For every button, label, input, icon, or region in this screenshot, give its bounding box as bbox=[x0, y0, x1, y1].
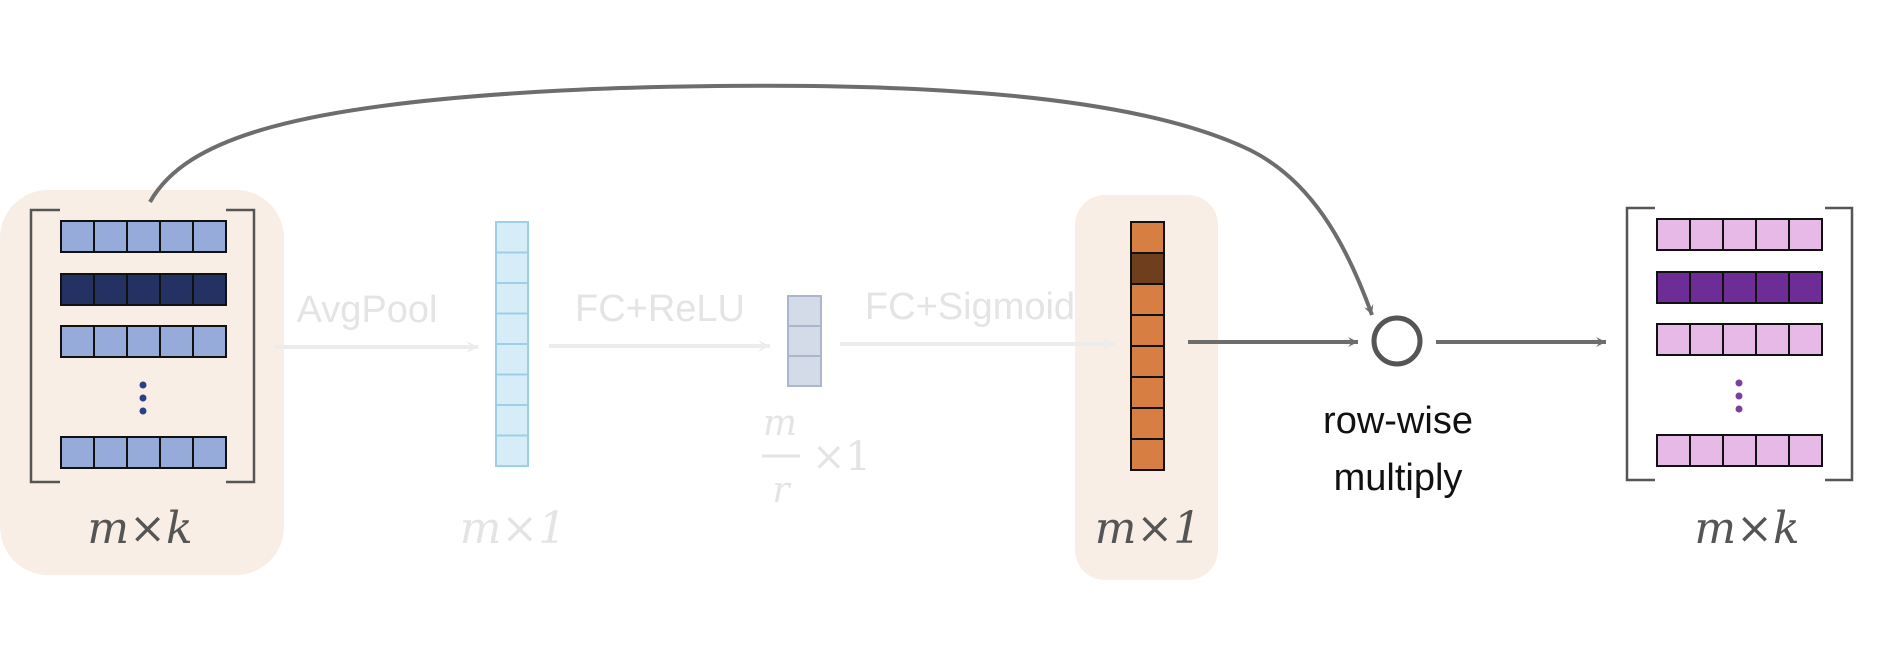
input-row-cell bbox=[159, 220, 194, 253]
input-row-cell bbox=[159, 325, 194, 358]
output-row-cell bbox=[1656, 218, 1691, 251]
reduced-denominator: r bbox=[772, 470, 791, 511]
input-row-cell bbox=[60, 436, 95, 469]
input-matrix: m×k bbox=[29, 208, 256, 554]
output-right-bracket bbox=[1825, 206, 1854, 482]
multiply-operator-circle bbox=[1371, 315, 1423, 367]
gate-cell bbox=[1130, 438, 1165, 471]
output-row-cell bbox=[1689, 271, 1724, 304]
output-vertical-dots bbox=[1735, 379, 1743, 413]
input-row-cell bbox=[126, 325, 161, 358]
input-row-cell bbox=[159, 273, 194, 306]
output-row-cell bbox=[1722, 323, 1757, 356]
output-row-cell bbox=[1689, 323, 1724, 356]
input-row-cell bbox=[93, 325, 128, 358]
gate-cell bbox=[1130, 345, 1165, 378]
fc-relu-label: FC+ReLU bbox=[575, 288, 745, 330]
reduced-numerator: m bbox=[763, 403, 797, 444]
output-row-cell bbox=[1656, 323, 1691, 356]
pooled-cell bbox=[495, 221, 529, 254]
pooled-cell bbox=[495, 312, 529, 345]
input-row-cell bbox=[60, 220, 95, 253]
input-dimension-label: m×k bbox=[87, 503, 192, 554]
input-row-cell bbox=[126, 436, 161, 469]
input-row-cell bbox=[60, 273, 95, 306]
pooled-vector: m×1 bbox=[460, 221, 567, 554]
reduced-cell bbox=[787, 355, 822, 387]
input-row-cell bbox=[159, 436, 194, 469]
pooled-cell bbox=[495, 251, 529, 284]
gate-dimension-label: m×1 bbox=[1095, 503, 1202, 554]
gate-cell bbox=[1130, 252, 1165, 285]
output-row-cell bbox=[1689, 434, 1724, 467]
reduced-suffix: ×1 bbox=[812, 434, 871, 480]
output-dimension-label: m×k bbox=[1694, 503, 1799, 554]
output-row-cell bbox=[1755, 218, 1790, 251]
output-row-cell bbox=[1788, 434, 1823, 467]
gate-cell bbox=[1130, 407, 1165, 440]
input-row-cell bbox=[126, 220, 161, 253]
pooled-cell bbox=[495, 373, 529, 406]
input-row-cell bbox=[192, 273, 227, 306]
input-vertical-dots bbox=[139, 381, 147, 415]
reduced-cell bbox=[787, 295, 822, 327]
input-row-cell bbox=[192, 220, 227, 253]
output-row-cell bbox=[1722, 271, 1757, 304]
output-row-cell bbox=[1788, 323, 1823, 356]
reduced-vector: m r ×1 bbox=[762, 295, 871, 511]
output-row-cell bbox=[1722, 218, 1757, 251]
output-row-cell bbox=[1755, 434, 1790, 467]
pooled-dimension-label: m×1 bbox=[460, 503, 567, 554]
output-matrix: m×k bbox=[1625, 206, 1854, 554]
pooled-cell bbox=[495, 343, 529, 376]
input-row-cell bbox=[93, 436, 128, 469]
input-right-bracket bbox=[226, 208, 256, 484]
gate-cell bbox=[1130, 221, 1165, 254]
reduced-cell bbox=[787, 325, 822, 357]
gate-cell bbox=[1130, 283, 1165, 316]
output-row-cell bbox=[1656, 271, 1691, 304]
output-row-cell bbox=[1656, 434, 1691, 467]
input-row-cell bbox=[60, 325, 95, 358]
gate-vector: m×1 bbox=[1095, 221, 1202, 554]
fc-sigmoid-label: FC+Sigmoid bbox=[865, 286, 1075, 328]
multiply-label-line1: row-wise bbox=[1323, 400, 1473, 442]
input-row-cell bbox=[93, 273, 128, 306]
gate-cell bbox=[1130, 376, 1165, 409]
input-left-bracket bbox=[29, 208, 60, 484]
input-row-cell bbox=[192, 436, 227, 469]
input-row-cell bbox=[93, 220, 128, 253]
gate-cell bbox=[1130, 314, 1165, 347]
output-row-cell bbox=[1689, 218, 1724, 251]
input-row-cell bbox=[192, 325, 227, 358]
pooled-cell bbox=[495, 282, 529, 315]
input-row-cell bbox=[126, 273, 161, 306]
output-row-cell bbox=[1755, 323, 1790, 356]
avgpool-label: AvgPool bbox=[297, 289, 438, 331]
multiply-label-line2: multiply bbox=[1334, 457, 1463, 499]
output-row-cell bbox=[1788, 218, 1823, 251]
output-row-cell bbox=[1722, 434, 1757, 467]
output-row-cell bbox=[1755, 271, 1790, 304]
pooled-cell bbox=[495, 404, 529, 437]
pooled-cell bbox=[495, 434, 529, 467]
output-row-cell bbox=[1788, 271, 1823, 304]
skip-connection-arrow bbox=[148, 83, 1374, 316]
output-left-bracket bbox=[1625, 206, 1655, 482]
